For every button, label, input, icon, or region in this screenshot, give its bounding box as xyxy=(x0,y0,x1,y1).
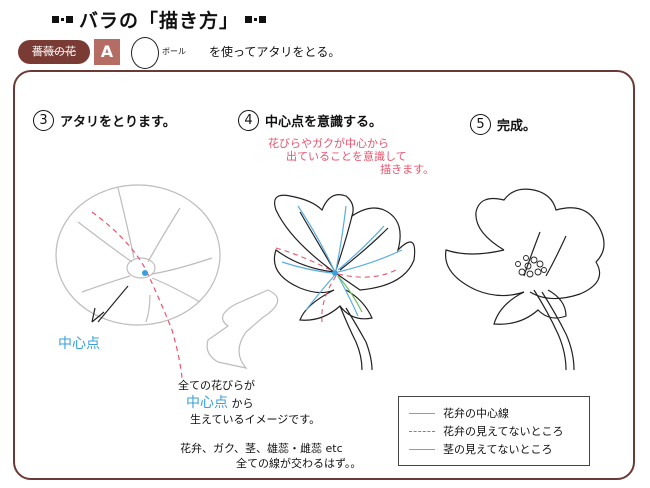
legend-label: 茎の見えてないところ xyxy=(443,443,553,456)
step-label: アタリをとります。 xyxy=(60,115,176,130)
legend-label: 花弁の中心線 xyxy=(443,407,509,420)
legend-item: 花弁の見えてないところ xyxy=(409,423,563,439)
body-line-1: 全ての花びらが xyxy=(178,379,255,392)
center-point-dot xyxy=(332,270,338,276)
body-line-2-rest: から xyxy=(231,397,254,410)
red-note-line: 出ていることを意識して xyxy=(286,150,407,163)
red-note: 花びらやガクが中心から 出ていることを意識して 描きます。 xyxy=(268,137,440,176)
step-4-heading: 4 中心点を意識する。 xyxy=(238,110,382,131)
stem-line-green xyxy=(337,275,363,313)
legend-item: 茎の見えてないところ xyxy=(409,441,552,457)
red-dashed-line-icon xyxy=(409,430,435,432)
body-line-5: 全ての線が交わるはず。。 xyxy=(236,457,362,470)
stamen-cluster xyxy=(515,255,547,278)
red-note-line: 花びらやガクが中心から xyxy=(268,137,389,150)
center-point-label: 中心点 xyxy=(58,336,100,352)
section-letter-badge: A xyxy=(94,39,120,65)
decor-squares-right-icon xyxy=(245,16,267,23)
step-number: 5 xyxy=(470,114,491,135)
red-note-line: 描きます。 xyxy=(380,163,434,176)
arrow-head-icon xyxy=(91,307,105,323)
step-5-heading: 5 完成。 xyxy=(470,114,536,135)
body-line-2: 中心点 から xyxy=(186,392,254,412)
legend-item: 花弁の中心線 xyxy=(409,405,509,421)
pointer-arrow xyxy=(97,285,129,323)
instruction-text: を使ってアタリをとる。 xyxy=(209,45,341,59)
step-number: 4 xyxy=(238,110,259,131)
legend-box: 花弁の中心線 花弁の見えてないところ 茎の見えてないところ xyxy=(398,396,590,466)
step4-flower-illustration xyxy=(273,194,416,371)
decor-squares-left-icon xyxy=(52,16,73,23)
center-point-dot xyxy=(142,270,148,276)
step-number: 3 xyxy=(33,110,54,131)
legend-label: 花弁の見えてないところ xyxy=(443,425,564,438)
center-point-highlight: 中心点 xyxy=(186,395,228,411)
ball-label: ボール xyxy=(162,47,186,56)
center-lines-blue xyxy=(281,205,403,317)
step-label: 完成。 xyxy=(497,119,537,134)
step-3-heading: 3 アタリをとります。 xyxy=(33,110,176,131)
page-title: バラの「描き方」 xyxy=(52,6,267,33)
ball-circle-icon xyxy=(131,37,159,69)
hidden-lines-red xyxy=(275,247,397,323)
category-tag: 薔薇の花 xyxy=(18,40,90,64)
ball-sketch-illustration xyxy=(55,184,279,369)
step-label: 中心点を意識する。 xyxy=(265,115,383,130)
tutorial-panel xyxy=(13,70,635,480)
body-line-3: 生えているイメージです。 xyxy=(190,413,321,426)
green-line-icon xyxy=(409,448,435,450)
hidden-line-dashed xyxy=(91,211,183,379)
title-text: バラの「描き方」 xyxy=(79,10,240,32)
finished-flower-illustration xyxy=(444,188,605,371)
body-line-4: 花弁、ガク、茎、雄蕊・雌蕊 etc xyxy=(180,442,343,455)
blue-line-icon xyxy=(409,412,435,414)
